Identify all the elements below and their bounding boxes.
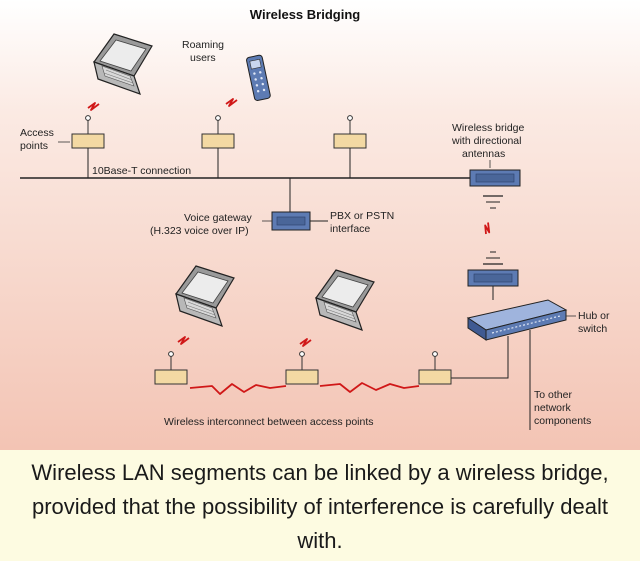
pbx-interface-label: PBX or PSTN interface (330, 210, 394, 235)
hub-switch-label: Hub or switch (566, 310, 610, 335)
voice-gateway-label: Voice gateway (H.323 voice over IP) (150, 212, 272, 237)
svg-text:Roaming: Roaming (182, 39, 224, 51)
voice-gateway-device (271, 211, 311, 231)
handheld-phone-icon (246, 54, 271, 101)
wireless-bridging-diagram: Wireless Bridging 10Base-T connection Ac… (0, 0, 640, 450)
access-point-1 (71, 115, 105, 178)
other-network-label: To other network components (534, 389, 591, 427)
svg-text:switch: switch (578, 323, 607, 335)
caption-panel: Wireless LAN segments can be linked by a… (0, 450, 640, 561)
svg-text:Hub or: Hub or (578, 310, 610, 322)
svg-text:antennas: antennas (462, 148, 505, 160)
directional-antenna-icon (483, 195, 503, 209)
wireless-interconnect-signal (319, 382, 420, 393)
access-point-3 (333, 115, 367, 178)
hub-to-ap-link (451, 336, 509, 379)
svg-text:with directional: with directional (451, 135, 521, 147)
svg-text:Wireless bridge: Wireless bridge (452, 122, 525, 134)
svg-text:points: points (20, 140, 48, 152)
svg-text:interface: interface (330, 223, 370, 235)
wireless-interconnect-signal (189, 383, 287, 395)
caption-text: Wireless LAN segments can be linked by a… (31, 460, 609, 553)
svg-text:Voice gateway: Voice gateway (184, 212, 252, 224)
access-point-2 (201, 115, 235, 178)
svg-text:users: users (190, 52, 216, 64)
wireless-interconnect-label: Wireless interconnect between access poi… (164, 416, 374, 428)
wireless-bridge-bottom (467, 269, 519, 287)
access-points-label: Access points (20, 127, 70, 152)
tenbase-t-label: 10Base-T connection (92, 165, 191, 177)
wireless-bridge-label: Wireless bridge with directional antenna… (451, 122, 525, 168)
diagram-title: Wireless Bridging (250, 7, 360, 22)
hub-switch-device (466, 299, 568, 341)
svg-text:components: components (534, 415, 591, 427)
directional-antenna-icon (483, 251, 503, 265)
svg-text:Access: Access (20, 127, 54, 139)
wireless-bridge-top (469, 169, 521, 187)
svg-text:PBX or PSTN: PBX or PSTN (330, 210, 394, 222)
svg-text:To other: To other (534, 389, 572, 401)
svg-text:(H.323 voice over IP): (H.323 voice over IP) (150, 225, 249, 237)
svg-text:network: network (534, 402, 572, 414)
roaming-users-label: Roaming users (182, 39, 224, 64)
